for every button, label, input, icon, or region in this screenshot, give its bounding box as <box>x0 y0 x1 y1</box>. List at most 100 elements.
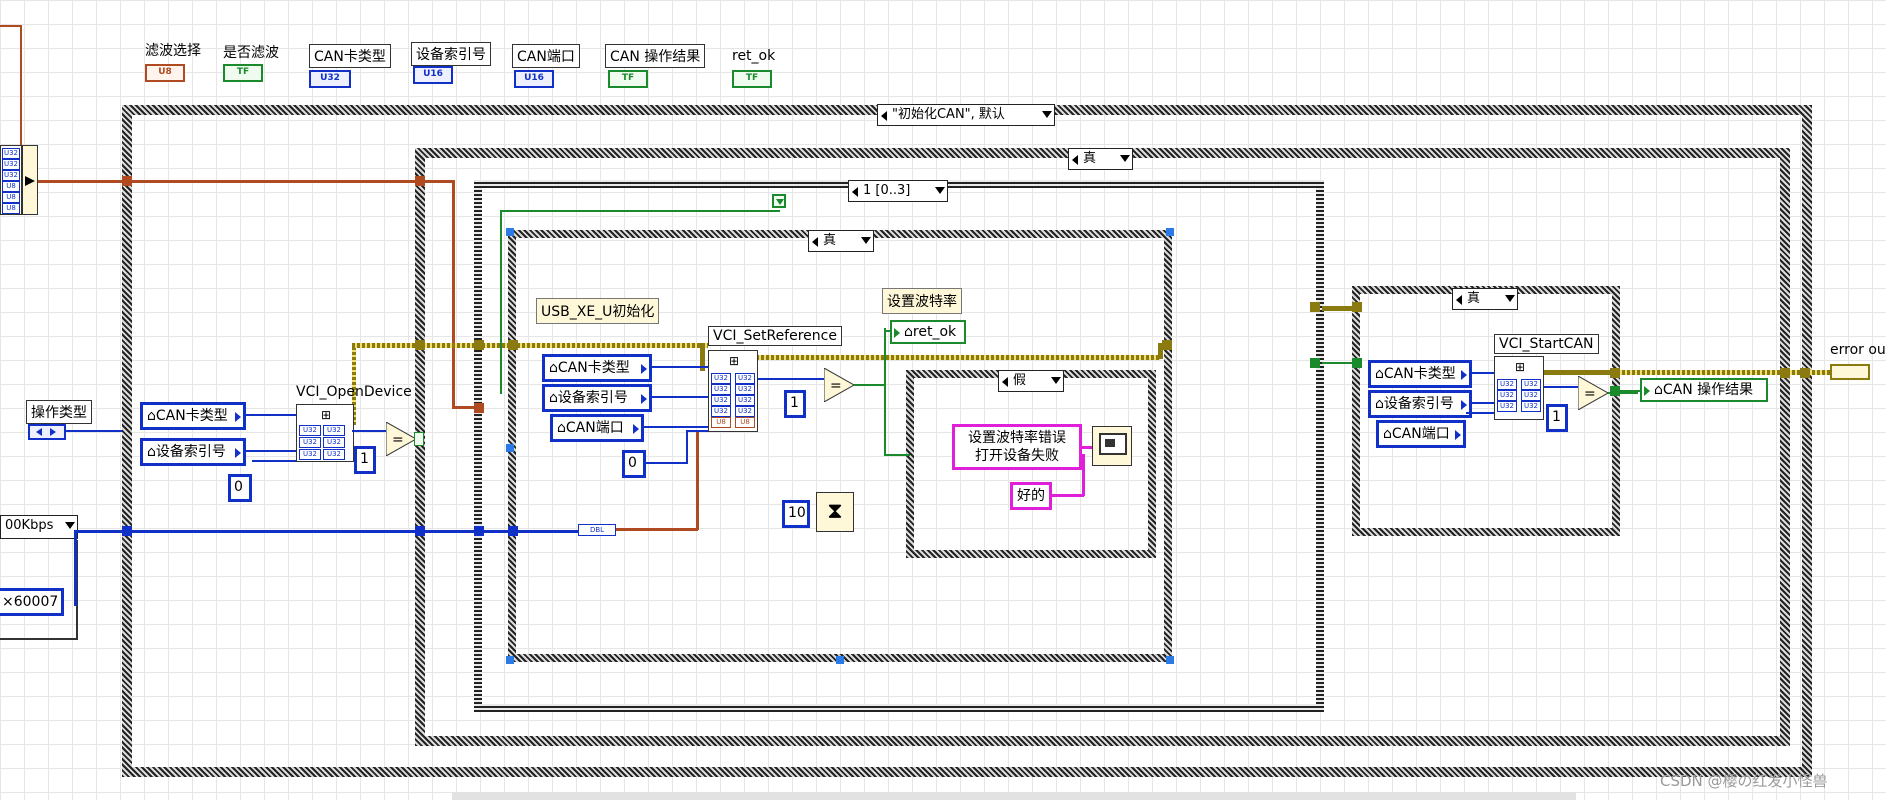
chevron-left-icon <box>1072 155 1078 165</box>
eq2-wire-right <box>884 454 910 456</box>
ret-ok-local-label: ret_ok <box>912 324 957 340</box>
dll-icon: ⊞ <box>1514 360 1526 374</box>
can-port-label: CAN端口 <box>512 44 580 68</box>
enum-wire-down <box>452 180 455 408</box>
can-port-ref-3-label: CAN端口 <box>1391 426 1450 442</box>
house-icon: ⌂ <box>1375 396 1384 412</box>
chevron-down-icon <box>65 522 75 529</box>
dialog-icon[interactable] <box>1092 426 1132 466</box>
ref-wire-d <box>646 462 686 464</box>
dev-index-ref-2[interactable]: ⌂设备索引号 <box>542 384 652 412</box>
inner-true-case-selector-value: 真 <box>823 233 837 248</box>
corner-marker <box>506 444 514 452</box>
true-case-selector[interactable]: 真 <box>1068 148 1133 170</box>
can-port-ref-2[interactable]: ⌂CAN端口 <box>550 414 644 442</box>
start-wire-e <box>1608 392 1638 394</box>
ref-wire-g <box>696 432 699 530</box>
filter-select-terminal[interactable]: U8 <box>145 64 185 82</box>
chevron-down-icon <box>1505 295 1515 302</box>
sequence-selector[interactable]: 1 [0..3] <box>848 180 948 202</box>
house-icon: ⌂ <box>147 444 156 460</box>
sequence-local-terminal[interactable] <box>772 194 786 208</box>
ret-ok-terminal[interactable]: TF <box>732 70 772 88</box>
error-wire-1 <box>352 345 356 425</box>
dev-index-ref-3[interactable]: ⌂设备索引号 <box>1368 390 1472 418</box>
op-type-terminal[interactable] <box>28 424 66 440</box>
unbundle-node[interactable]: U32 U32 U32 U8 U8 U8 <box>0 145 22 215</box>
can-card-type-label: CAN卡类型 <box>309 44 391 68</box>
house-icon: ⌂ <box>904 324 913 340</box>
ok-button-string[interactable]: 好的 <box>1010 482 1052 510</box>
error-message-box[interactable]: 设置波特率错误 打开设备失败 <box>952 424 1082 470</box>
can-port-ref-3[interactable]: ⌂CAN端口 <box>1376 420 1466 448</box>
house-icon: ⌂ <box>1654 382 1663 398</box>
bundle-node[interactable] <box>22 145 38 215</box>
device-index-terminal[interactable]: U16 <box>413 66 453 84</box>
ret-ok-local[interactable]: ⌂ret_ok <box>890 320 966 344</box>
filter-select-label: 滤波选择 <box>145 43 201 59</box>
wait-icon[interactable]: ⧗ <box>816 492 854 532</box>
dev-index-ref-2-label: 设备索引号 <box>557 390 628 406</box>
baud-wire-horizontal <box>122 530 582 533</box>
open-wire-b <box>246 450 296 452</box>
one-const-1[interactable]: 1 <box>354 446 376 474</box>
inner-true-case-selector[interactable]: 真 <box>808 230 874 252</box>
true-case-selector-value: 真 <box>1083 151 1097 166</box>
one-const-3[interactable]: 1 <box>1546 404 1568 432</box>
zero-const-1[interactable]: 0 <box>228 474 252 502</box>
dbl-converter[interactable]: DBL <box>578 524 616 536</box>
chevron-left-icon <box>1456 295 1462 305</box>
false-case-selector[interactable]: 假 <box>998 370 1064 392</box>
scrollbar-hint[interactable] <box>452 792 1576 800</box>
one-const-2[interactable]: 1 <box>784 390 806 418</box>
can-result-local[interactable]: ⌂CAN 操作结果 <box>1640 378 1768 402</box>
left-wire-stub <box>0 25 22 27</box>
error-message-line1: 设置波特率错误 <box>968 430 1066 446</box>
can-result-terminal[interactable]: TF <box>608 70 648 88</box>
house-icon: ⌂ <box>557 420 566 436</box>
error-wire-7 <box>1612 370 1832 375</box>
ret-ok-label: ret_ok <box>732 48 776 64</box>
tunnel <box>1780 368 1790 378</box>
dev-index-ref-1[interactable]: ⌂设备索引号 <box>140 438 246 466</box>
can-result-label: CAN 操作结果 <box>605 44 706 68</box>
chevron-left-icon <box>1002 377 1008 387</box>
can-type-ref-2[interactable]: ⌂CAN卡类型 <box>542 354 652 382</box>
ref-wire-f <box>686 430 708 432</box>
can-port-terminal[interactable]: U16 <box>514 70 554 88</box>
op-type-label: 操作类型 <box>26 400 92 424</box>
can-type-ref-1-label: CAN卡类型 <box>155 408 228 424</box>
tunnel <box>1352 302 1362 312</box>
enable-filter-terminal[interactable]: TF <box>223 64 263 82</box>
ref-wire-h <box>614 528 698 531</box>
chevron-down-icon <box>1051 377 1061 384</box>
equals-node-3[interactable]: = <box>1577 375 1610 411</box>
house-icon: ⌂ <box>549 390 558 406</box>
ref-wire-e <box>686 430 688 464</box>
open-device-node[interactable]: ⊞ U32 U32 U32 U32 U32 U32 <box>296 404 354 462</box>
house-icon: ⌂ <box>549 360 558 376</box>
usb-init-label: USB_XE_U初始化 <box>536 298 660 324</box>
zero-const-2[interactable]: 0 <box>622 450 646 478</box>
chevron-left-icon <box>881 111 887 121</box>
can-card-type-terminal[interactable]: U32 <box>309 70 351 88</box>
equals-node-2[interactable]: = <box>823 367 856 403</box>
error-wire-6 <box>1322 306 1362 311</box>
right-true-case-selector[interactable]: 真 <box>1452 288 1518 310</box>
dll-icon: ⊞ <box>320 408 332 422</box>
can-type-ref-3[interactable]: ⌂CAN卡类型 <box>1368 360 1472 388</box>
can-type-ref-1[interactable]: ⌂CAN卡类型 <box>140 402 246 430</box>
tunnel <box>122 176 132 186</box>
baud-rate-selector[interactable]: 00Kbps <box>0 515 78 539</box>
outer-case-selector[interactable]: "初始化CAN", 默认 <box>877 104 1055 126</box>
ten-const[interactable]: 10 <box>782 500 810 528</box>
error-wire-4 <box>756 355 1160 360</box>
set-reference-node[interactable]: ⊞ U32 U32 U32 U32 U32 U32 U32 U32 U8 U8 <box>708 350 758 432</box>
start-wire-d <box>1544 386 1578 388</box>
string-wire-1 <box>1082 446 1092 449</box>
chevron-down-icon <box>1120 155 1130 162</box>
hex-constant[interactable]: ×60007 <box>0 588 64 616</box>
start-can-node[interactable]: ⊞ U32 U32 U32 U32 U32 U32 <box>1494 356 1544 420</box>
error-out-terminal[interactable] <box>1830 364 1870 380</box>
equals-node-1[interactable]: = <box>385 421 418 457</box>
